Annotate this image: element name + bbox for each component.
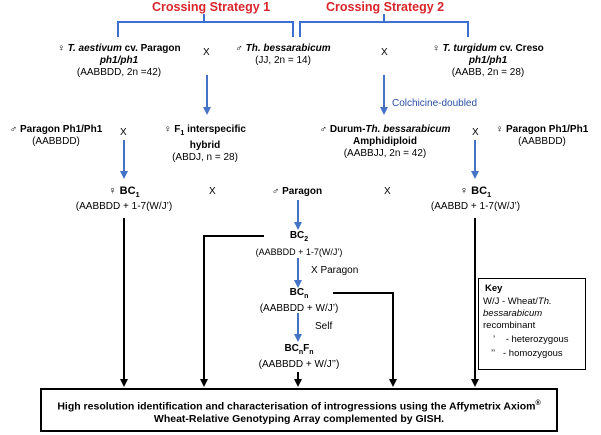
f1-hybrid: ♀ F1 interspecific hybrid (ABDJ, n = 28) bbox=[164, 124, 246, 163]
arrow-bcn-to-box bbox=[333, 292, 397, 387]
key-line-1: W/J - Wheat/Th. bbox=[483, 296, 552, 307]
cross-symbol-bc1-right: X bbox=[384, 186, 391, 197]
result-box: High resolution identification and chara… bbox=[40, 388, 558, 432]
bcnfn-generation: BCnFn (AABBDD + W/J’’) bbox=[258, 343, 340, 370]
paragon-parent: ♀ T. aestivum cv. Paragon ph1/ph1 (AABBD… bbox=[57, 43, 181, 78]
bc1-left: ♀ BC1 (AABBDD + 1-7(W/J’) bbox=[75, 185, 173, 213]
result-line-1: High resolution identification and chara… bbox=[57, 400, 541, 413]
bc1-right: ♀ BC1 (AABBD + 1-7(W/J’) bbox=[430, 185, 521, 213]
strategy-2-bracket bbox=[299, 14, 469, 37]
strategy-1-bracket bbox=[117, 14, 294, 37]
crossing-strategy-2-title: Crossing Strategy 2 bbox=[326, 0, 445, 14]
key-title: Key bbox=[485, 283, 503, 294]
crossing-strategy-1-title: Crossing Strategy 1 bbox=[152, 0, 271, 14]
bc2-generation: BC2 (AABBDD + 1-7(W/J’) bbox=[255, 230, 343, 257]
key-heterozygous: ’ - heterozygous bbox=[493, 334, 569, 345]
key-line-2: bessarabicum bbox=[483, 308, 543, 319]
cross-symbol-top-1: X bbox=[203, 47, 210, 58]
self-label: Self bbox=[315, 321, 333, 332]
paragon-male-left: ♂ Paragon Ph1/Ph1 (AABBDD) bbox=[9, 124, 103, 147]
bcn-generation: BCn (AABBDD + W/J’) bbox=[259, 287, 339, 314]
key-legend: Key W/J - Wheat/Th. bessarabicum recombi… bbox=[478, 278, 586, 370]
creso-parent: ♀ T. turgidum cv. Creso ph1/ph1 (AABB, 2… bbox=[432, 43, 544, 78]
cross-symbol-row2-left: X bbox=[120, 127, 127, 138]
cross-symbol-row2-right: X bbox=[472, 127, 479, 138]
cross-symbol-bc1-left: X bbox=[209, 186, 216, 197]
th-bessarabicum-parent: ♂ Th. bessarabicum (JJ, 2n = 14) bbox=[235, 43, 331, 66]
cross-symbol-top-2: X bbox=[381, 47, 388, 58]
key-homozygous: ’’ - homozygous bbox=[491, 348, 563, 359]
result-line-2: Wheat-Relative Genotyping Array compleme… bbox=[153, 413, 445, 425]
x-paragon-label: X Paragon bbox=[311, 265, 359, 276]
durum-amphidiploid: ♂ Durum-Th. bessarabicum Amphidiploid (A… bbox=[319, 124, 451, 159]
paragon-female-right: ♀ Paragon Ph1/Ph1 (AABBDD) bbox=[495, 124, 589, 147]
key-line-3: recombinant bbox=[483, 320, 536, 331]
arrow-bc2-to-box bbox=[200, 235, 264, 387]
paragon-male-mid: ♂ Paragon bbox=[271, 186, 323, 197]
colchicine-doubled-label: Colchicine-doubled bbox=[392, 98, 478, 109]
